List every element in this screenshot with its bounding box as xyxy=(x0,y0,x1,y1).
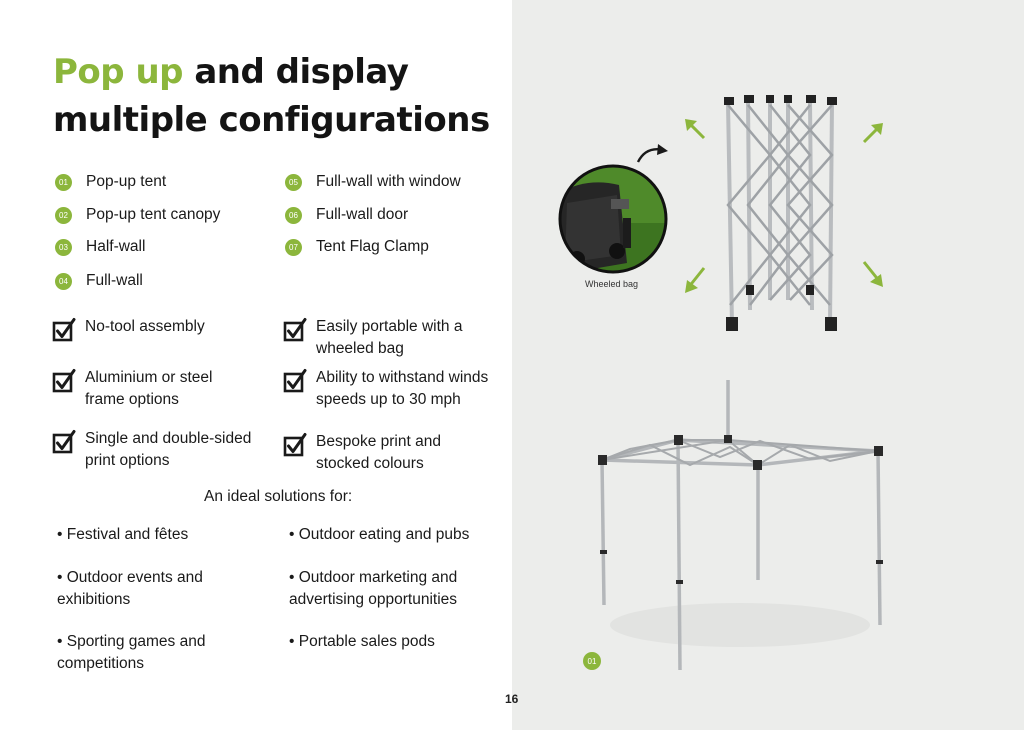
title-line1-rest: and display xyxy=(183,52,409,92)
solution-item: • Outdoor events and exhibitions xyxy=(57,567,203,611)
image-number-badge: 01 xyxy=(583,652,601,670)
feature-line: frame options xyxy=(85,390,179,408)
number-badge: 01 xyxy=(55,173,72,191)
feature-text: No-tool assembly xyxy=(85,316,205,338)
feature-text: Single and double-sided print options xyxy=(85,428,251,471)
config-item: 02 Pop-up tent canopy xyxy=(55,206,220,224)
config-item: 05 Full-wall with window xyxy=(285,173,461,191)
feature-text: Aluminium or steel frame options xyxy=(85,367,213,410)
number-badge: 04 xyxy=(55,272,72,290)
solutions-heading: An ideal solutions for: xyxy=(204,488,353,505)
number-badge: 05 xyxy=(285,173,302,191)
config-label: Half-wall xyxy=(86,238,146,255)
arrow-down-right-icon xyxy=(862,261,883,287)
open-frame-image xyxy=(598,380,883,671)
solution-line: • Portable sales pods xyxy=(289,633,435,650)
checkbox-tick-icon xyxy=(52,318,76,342)
number-badge: 03 xyxy=(55,238,72,256)
feature-item: Ability to withstand winds speeds up to … xyxy=(283,367,488,410)
feature-text: Bespoke print and stocked colours xyxy=(316,431,441,474)
feature-item: Aluminium or steel frame options xyxy=(52,367,213,410)
page-number: 16 xyxy=(505,692,519,706)
feature-item: Bespoke print and stocked colours xyxy=(283,431,441,474)
number-badge: 07 xyxy=(285,238,302,256)
solution-item: • Festival and fêtes xyxy=(57,524,188,546)
config-label: Pop-up tent canopy xyxy=(86,206,221,223)
checkbox-tick-icon xyxy=(52,430,76,454)
solution-line: exhibitions xyxy=(57,591,131,608)
checkbox-tick-icon xyxy=(283,433,307,457)
feature-line: speeds up to 30 mph xyxy=(316,390,461,408)
solution-line: • Outdoor eating and pubs xyxy=(289,526,470,543)
checkbox-tick-icon xyxy=(283,369,307,393)
solution-item: • Outdoor marketing and advertising oppo… xyxy=(289,567,457,611)
solution-line: competitions xyxy=(57,655,145,672)
config-label: Full-wall with window xyxy=(316,173,461,190)
title-line2: multiple configurations xyxy=(53,100,490,140)
checkbox-tick-icon xyxy=(52,369,76,393)
feature-line: No-tool assembly xyxy=(85,318,205,335)
feature-line: Aluminium or steel xyxy=(85,369,213,386)
wheeled-bag-caption: Wheeled bag xyxy=(585,279,639,289)
feature-line: Bespoke print and xyxy=(316,433,441,450)
feature-line: Easily portable with a xyxy=(316,318,463,335)
config-label: Pop-up tent xyxy=(86,173,167,190)
config-label: Full-wall xyxy=(86,272,143,289)
arrow-up-right-icon xyxy=(862,123,883,144)
solution-line: • Festival and fêtes xyxy=(57,526,189,543)
config-item: 04 Full-wall xyxy=(55,272,143,290)
config-item: 07 Tent Flag Clamp xyxy=(285,238,429,256)
checkbox-tick-icon xyxy=(283,318,307,342)
feature-item: Single and double-sided print options xyxy=(52,428,251,471)
feature-line: print options xyxy=(85,451,170,469)
solution-item: • Portable sales pods xyxy=(289,631,435,653)
solution-item: • Outdoor eating and pubs xyxy=(289,524,469,546)
solution-line: advertising opportunities xyxy=(289,591,458,608)
title-accent: Pop up xyxy=(53,52,184,92)
solution-line: • Outdoor events and xyxy=(57,569,203,586)
feature-line: wheeled bag xyxy=(316,339,404,357)
curved-arrow-icon xyxy=(636,144,668,163)
number-badge: 06 xyxy=(285,206,302,224)
config-item: 03 Half-wall xyxy=(55,238,145,256)
config-label: Full-wall door xyxy=(316,206,409,223)
feature-text: Easily portable with a wheeled bag xyxy=(316,316,462,359)
arrow-down-left-icon xyxy=(685,267,706,293)
number-badge: 02 xyxy=(55,206,72,224)
feature-line: Ability to withstand winds xyxy=(316,369,489,386)
wheeled-bag-photo xyxy=(558,164,668,274)
feature-item: Easily portable with a wheeled bag xyxy=(283,316,462,359)
solution-item: • Sporting games and competitions xyxy=(57,631,205,675)
solution-line: • Outdoor marketing and xyxy=(289,569,458,586)
config-item: 01 Pop-up tent xyxy=(55,173,166,191)
feature-item: No-tool assembly xyxy=(52,316,205,343)
arrow-up-left-icon xyxy=(685,119,706,140)
config-item: 06 Full-wall door xyxy=(285,206,408,224)
config-label: Tent Flag Clamp xyxy=(316,238,429,255)
folded-frame-image xyxy=(724,95,837,331)
feature-text: Ability to withstand winds speeds up to … xyxy=(316,367,488,410)
feature-line: Single and double-sided xyxy=(85,430,252,447)
feature-line: stocked colours xyxy=(316,454,424,472)
page-title: Pop up and display multiple configuratio… xyxy=(53,48,490,144)
solution-line: • Sporting games and xyxy=(57,633,206,650)
